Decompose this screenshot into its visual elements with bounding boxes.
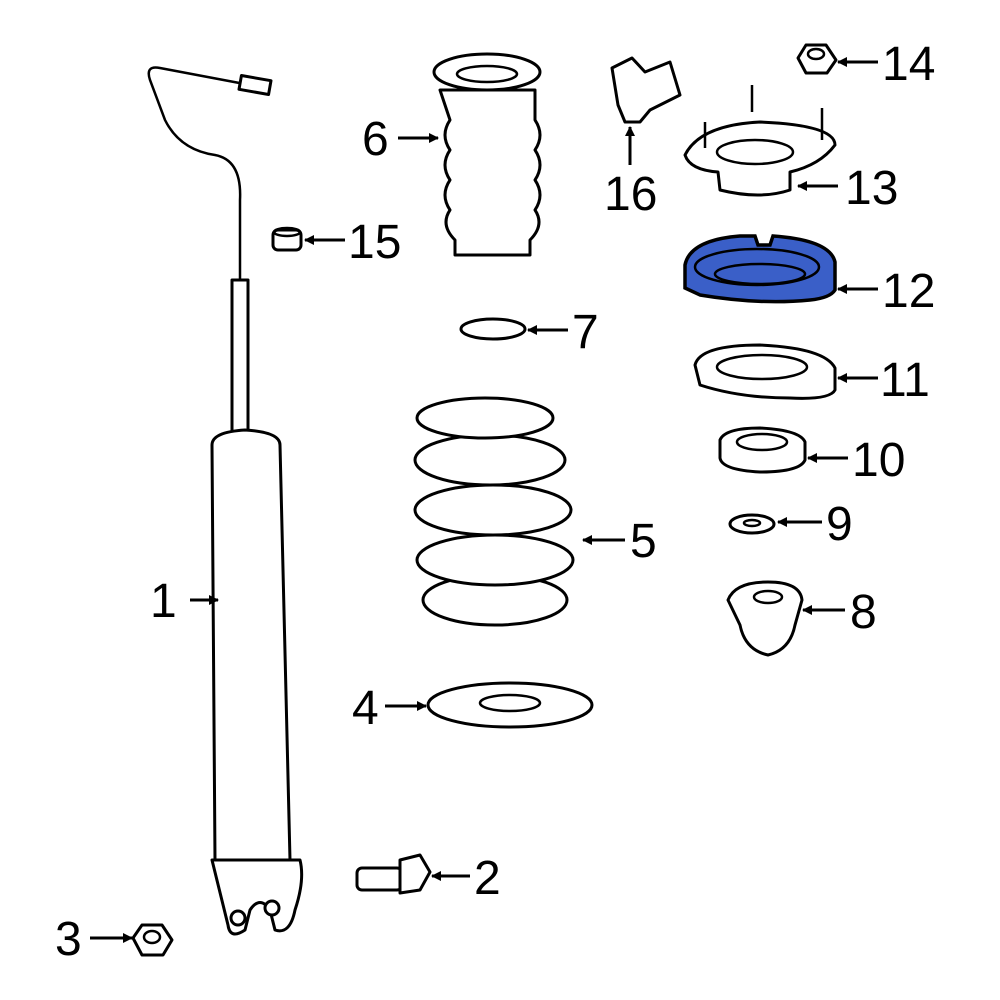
part-2-bolt[interactable]	[355, 853, 432, 895]
part-14-nut[interactable]	[796, 43, 838, 75]
callout-13[interactable]: 13	[845, 162, 898, 215]
part-3-nut[interactable]	[131, 923, 174, 957]
callout-9[interactable]: 9	[826, 498, 853, 551]
part-5-coil-spring[interactable]	[413, 396, 575, 627]
callout-6[interactable]: 6	[362, 113, 389, 166]
callout-10[interactable]: 10	[852, 434, 905, 487]
part-8-bump-stop[interactable]	[726, 580, 804, 657]
callout-arrows	[90, 57, 878, 943]
callout-12[interactable]: 12	[882, 265, 935, 318]
callout-5[interactable]: 5	[630, 515, 657, 568]
callout-16[interactable]: 16	[604, 168, 657, 221]
part-7-o-ring[interactable]	[459, 317, 527, 341]
part-11-lower-isolator[interactable]	[693, 343, 837, 400]
part-1-shock-absorber[interactable]	[147, 66, 304, 936]
part-12-upper-isolator[interactable]	[683, 234, 837, 304]
callout-3[interactable]: 3	[55, 913, 82, 966]
callout-4[interactable]: 4	[352, 682, 379, 735]
callout-2[interactable]: 2	[474, 852, 501, 905]
callout-1[interactable]: 1	[150, 575, 177, 628]
part-13-upper-mount[interactable]	[683, 85, 837, 197]
callout-14[interactable]: 14	[882, 38, 935, 91]
callout-labels: 1 2 3 4 5 6 7 8 9 10 11 12 13 14 15 16	[55, 38, 935, 966]
part-6-dust-boot[interactable]	[432, 52, 542, 257]
callout-15[interactable]: 15	[348, 216, 401, 269]
callout-7[interactable]: 7	[572, 306, 599, 359]
part-9-washer[interactable]	[728, 513, 776, 535]
part-10-spacer[interactable]	[718, 426, 807, 474]
part-4-spring-seat[interactable]	[426, 681, 594, 729]
callout-8[interactable]: 8	[850, 586, 877, 639]
part-16-clip[interactable]	[610, 56, 682, 124]
part-15-bushing[interactable]	[271, 226, 303, 252]
callout-11[interactable]: 11	[880, 354, 930, 407]
